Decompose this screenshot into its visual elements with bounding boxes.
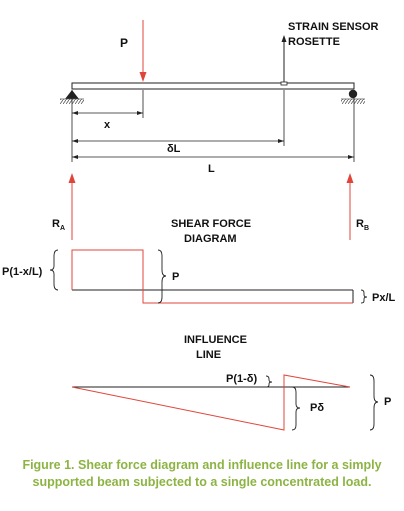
sfd-left-brace [49,249,59,291]
sfd-jump-brace [157,249,167,304]
sensor-label-line1: STRAIN SENSOR [288,21,379,33]
beam-diagram: P STRAIN SENSOR ROSETTE x δL L RA RB SHE… [2,20,396,431]
il-low-brace [291,386,301,431]
beam [71,82,355,90]
reaction-arrow-right [346,173,354,240]
sfd-jump-value: P [172,271,179,283]
dimension-arrowheads [72,111,354,159]
roller-support-right [341,89,365,104]
il-title-line1: INFLUENCE [184,334,247,346]
shear-force-diagram [71,249,354,304]
il-low-value: Pδ [310,402,324,414]
il-right-brace [369,374,379,431]
strain-sensor-rosette [280,35,288,86]
reaction-arrow-left [68,173,76,240]
figure-caption: Figure 1. Shear force diagram and influe… [10,457,394,491]
il-title-line2: LINE [196,349,221,361]
influence-line [71,374,351,431]
dimension-lines [71,90,355,162]
load-label: P [120,36,128,50]
dim-dl-label: δL [167,143,181,155]
caption-line-1: Figure 1. Shear force diagram and influe… [22,458,382,472]
reaction-right-label: RB [356,218,369,232]
reaction-left-label: RA [52,218,65,232]
il-right-value: P [384,396,391,408]
sfd-title-line2: DIAGRAM [184,233,237,245]
sfd-right-value: Px/L [372,292,396,304]
il-top-value: P(1-δ) [226,373,257,385]
sensor-label-line2: ROSETTE [288,36,340,48]
sfd-left-value: P(1-x/L) [2,266,43,278]
sfd-right-brace [360,289,368,304]
caption-line-2: supported beam subjected to a single con… [32,475,372,489]
load-arrow [139,20,147,82]
sfd-title-line1: SHEAR FORCE [171,218,251,230]
dim-x-label: x [104,119,111,131]
il-top-brace [265,375,273,388]
dim-L-label: L [208,163,215,175]
